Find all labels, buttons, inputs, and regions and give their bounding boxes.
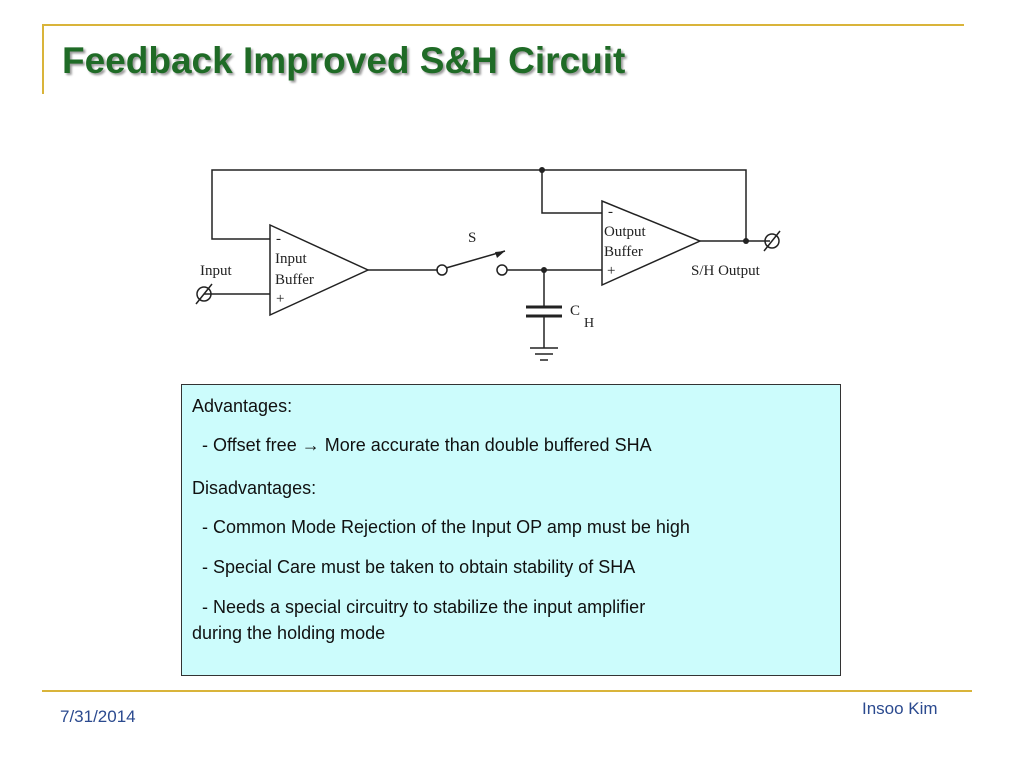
advantage-text-part2: More accurate than double buffered SHA xyxy=(319,435,652,455)
output-buffer-plus-label: + xyxy=(607,263,615,279)
capacitor-label: C xyxy=(570,303,580,319)
slide-title: Feedback Improved S&H Circuit xyxy=(62,40,626,81)
output-buffer-label-line2: Buffer xyxy=(604,244,643,260)
disadvantage-item: - Common Mode Rejection of the Input OP … xyxy=(202,517,690,537)
output-label: S/H Output xyxy=(691,263,761,279)
junction-dot-hold-node xyxy=(541,267,547,273)
output-terminal xyxy=(764,233,780,249)
input-buffer-label-line1: Input xyxy=(275,251,307,267)
switch-contact-left xyxy=(436,264,448,276)
input-buffer-plus-label: + xyxy=(276,291,284,307)
advantage-text-part1: - Offset free xyxy=(202,435,302,455)
footer-rule xyxy=(42,690,972,692)
input-buffer-minus-label: - xyxy=(276,231,281,247)
advantages-heading: Advantages: xyxy=(192,396,293,416)
junction-dot-top xyxy=(539,167,545,173)
output-buffer-label-line1: Output xyxy=(604,224,647,240)
disadvantage-item: - Special Care must be taken to obtain s… xyxy=(202,557,636,577)
title-frame-left-rule xyxy=(42,24,44,94)
arrow-right-icon: → xyxy=(301,435,320,455)
input-label: Input xyxy=(200,263,232,279)
output-buffer-minus-label: - xyxy=(608,204,613,220)
output-buffer-triangle xyxy=(601,199,702,287)
junction-dot-output xyxy=(743,238,749,244)
sample-hold-circuit-diagram: Input - Input Buffer + S - Output Buffer… xyxy=(195,167,781,361)
disadvantage-continuation: during the holding mode xyxy=(192,623,386,643)
switch-arrowhead xyxy=(495,251,505,258)
disadvantage-text: - Needs a special circuitry to stabilize… xyxy=(202,597,646,617)
disadvantages-heading: Disadvantages: xyxy=(192,478,317,498)
switch-label: S xyxy=(468,230,476,246)
input-terminal xyxy=(196,286,212,302)
advantage-item: - Offset free → More accurate than doubl… xyxy=(192,434,830,456)
title-frame-top-rule xyxy=(42,24,964,26)
disadvantage-item: - Needs a special circuitry to stabilize… xyxy=(192,596,830,644)
advantages-disadvantages-box: Advantages: - Offset free → More accurat… xyxy=(181,384,841,676)
switch-blade xyxy=(445,250,506,269)
input-buffer-label-line2: Buffer xyxy=(275,272,314,288)
feedback-loop-wire xyxy=(211,169,747,241)
input-buffer-triangle xyxy=(269,223,370,317)
output-terminal-slash xyxy=(763,230,781,252)
switch-contact-right xyxy=(496,264,508,276)
footer-date: 7/31/2014 xyxy=(60,707,136,726)
output-buffer-minus-wire xyxy=(541,170,602,214)
ground-symbol xyxy=(530,347,558,361)
footer-author: Insoo Kim xyxy=(862,699,938,718)
input-terminal-slash xyxy=(195,283,213,305)
capacitor-subscript: H xyxy=(584,316,594,331)
